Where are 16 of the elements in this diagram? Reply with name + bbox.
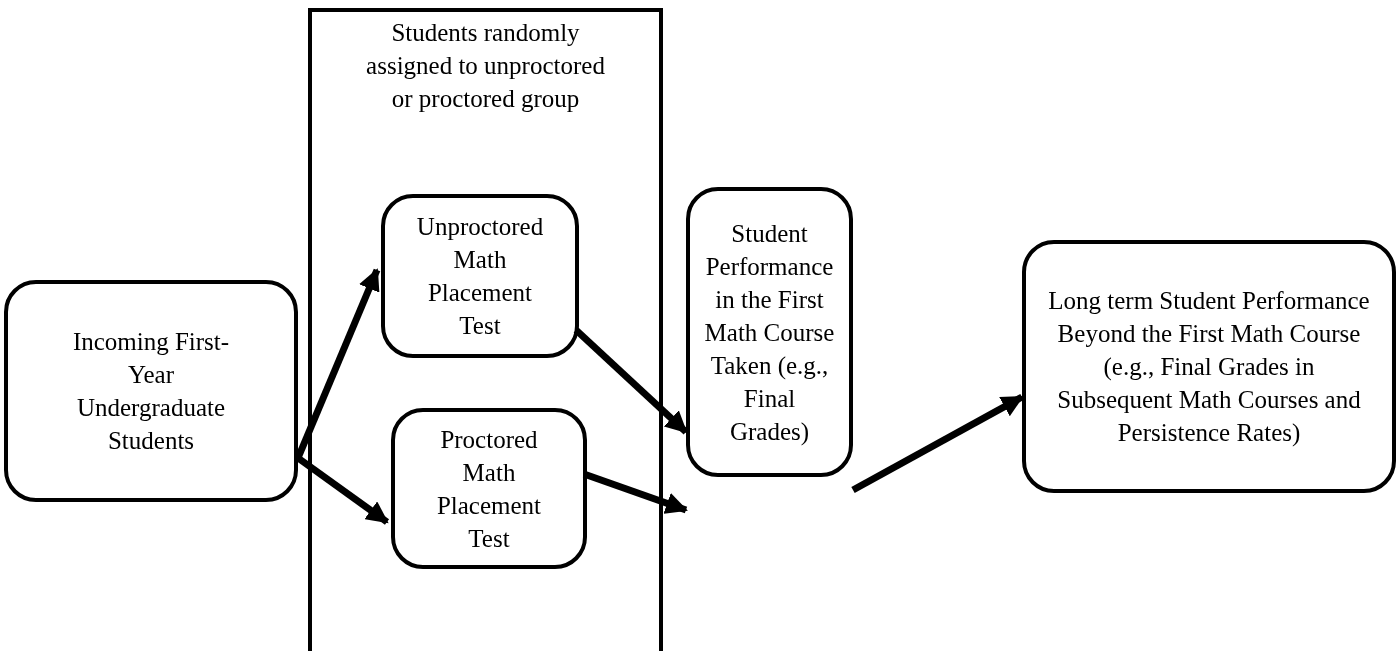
box-label: Long term Student Performance Beyond the First Math Course (e.g., Final Grades in Subsequent Math Courses and Persistence Rates) <box>1047 286 1371 448</box>
box-label: Proctored Math Placement Test <box>435 424 543 554</box>
process-box <box>1022 240 1396 493</box>
process-box <box>686 187 853 477</box>
process-box <box>381 194 579 358</box>
arrow <box>582 470 688 514</box>
arrow <box>573 327 689 435</box>
process-box <box>4 280 298 502</box>
arrow <box>295 455 390 525</box>
group-heading: Students randomly assigned to unproctored or proctored group <box>365 18 606 114</box>
process-box <box>391 408 587 569</box>
box-label: Incoming First-Year Undergraduate Students <box>71 327 231 456</box>
group-frame <box>308 8 663 651</box>
box-label: Unproctored Math Placement Test <box>415 212 545 341</box>
box-label: Student Performance in the First Math Course Taken (e.g., Final Grades) <box>703 218 836 447</box>
arrow <box>851 393 1024 494</box>
